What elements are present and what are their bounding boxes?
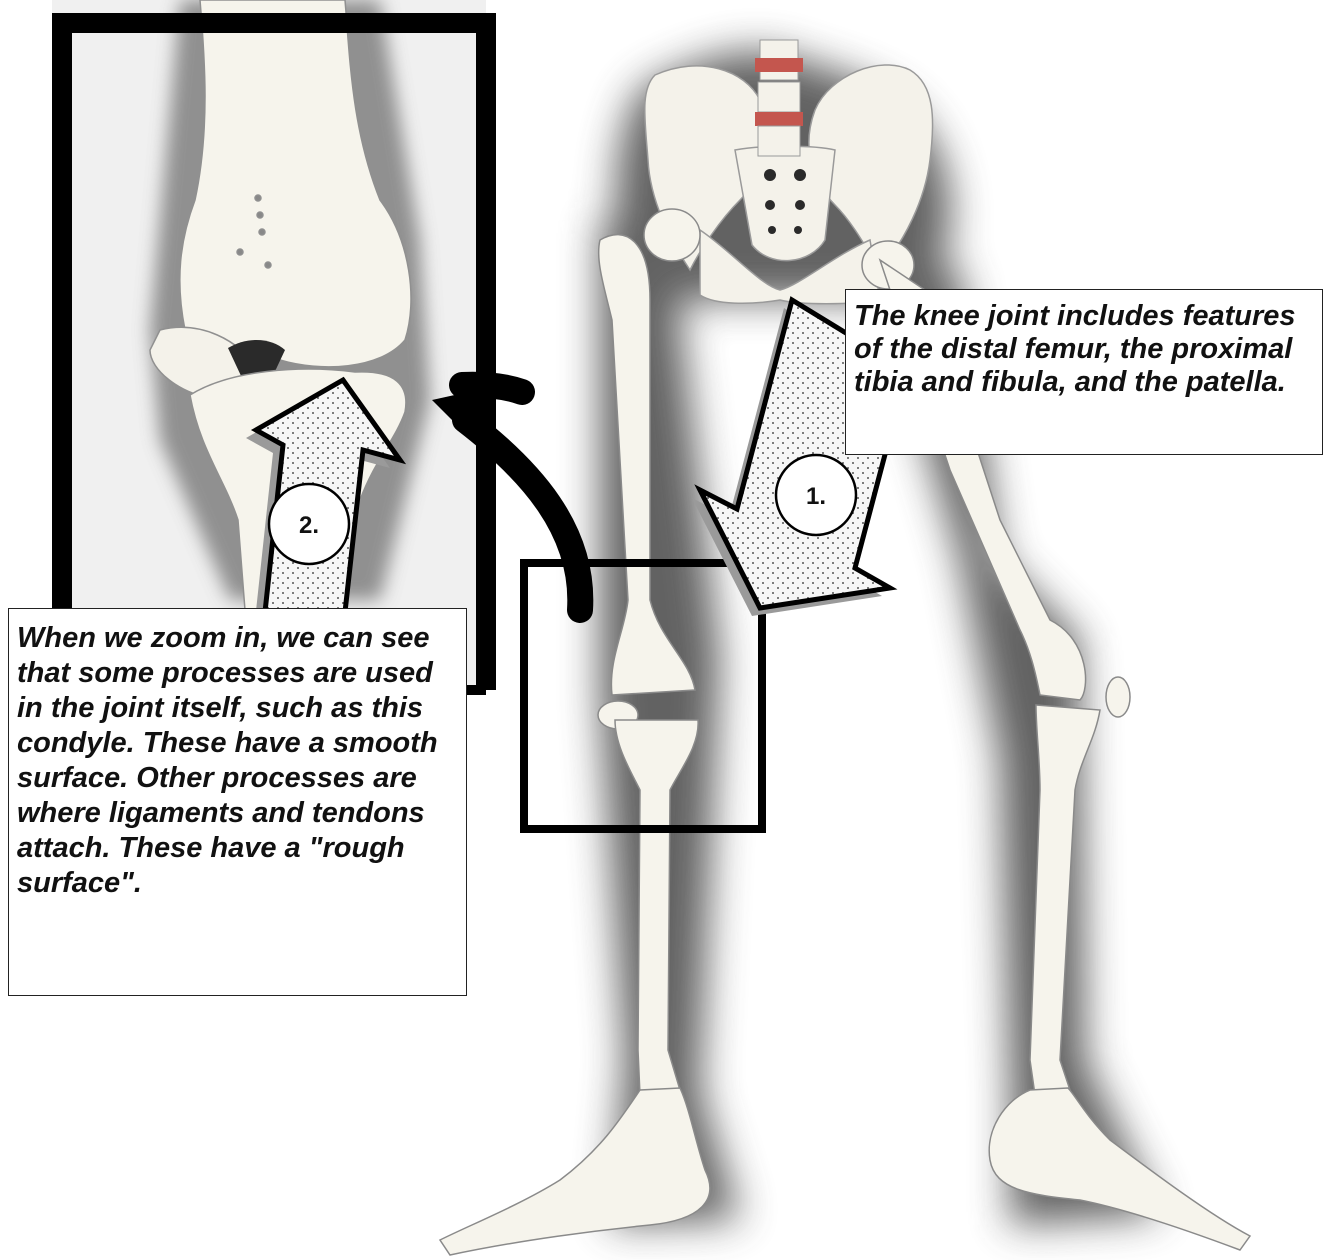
badge-2: 2. bbox=[269, 484, 349, 564]
callout-knee-joint-text: The knee joint includes features of the … bbox=[854, 300, 1296, 398]
callout-knee-joint: The knee joint includes features of the … bbox=[845, 289, 1323, 455]
callout-zoom: When we zoom in, we can see that some pr… bbox=[8, 608, 467, 996]
skeleton-illustration bbox=[440, 40, 1250, 1255]
badge-1-label: 1. bbox=[806, 483, 826, 510]
lumbar-spine bbox=[755, 40, 803, 156]
badge-2-label: 2. bbox=[299, 512, 319, 539]
callout-zoom-text: When we zoom in, we can see that some pr… bbox=[17, 622, 438, 899]
badge-1: 1. bbox=[776, 455, 856, 535]
